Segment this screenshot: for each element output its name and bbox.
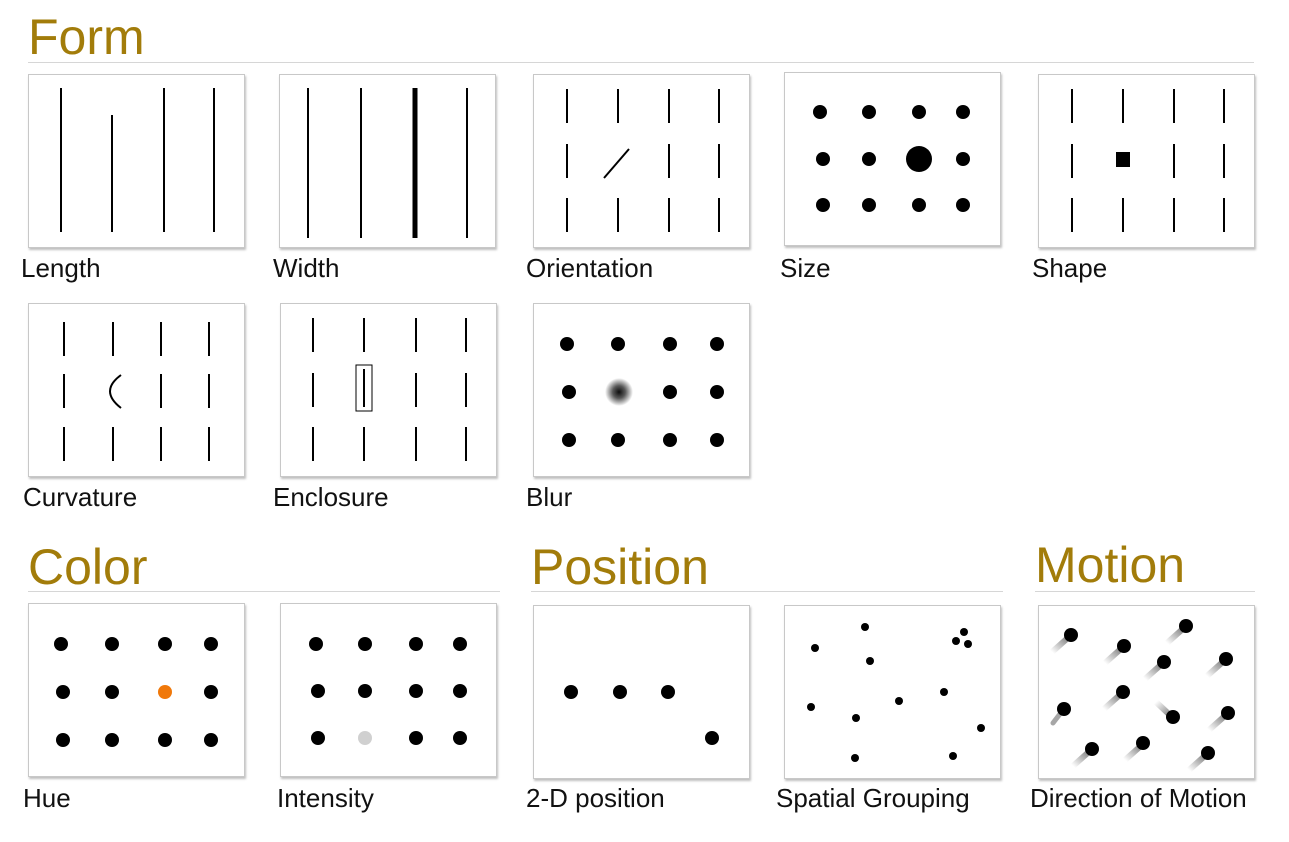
position-heading: Position: [531, 539, 709, 595]
position-2d-label: 2-D position: [526, 783, 665, 813]
width-label: Width: [273, 253, 340, 283]
hue-glyph: [54, 637, 218, 747]
length-tile: [28, 74, 245, 248]
length-glyph: [60, 88, 215, 232]
blur-label: Blur: [526, 482, 573, 512]
motion-heading: Motion: [1035, 537, 1186, 593]
enclosure-label: Enclosure: [273, 482, 389, 512]
position-2d-tile: [533, 605, 750, 779]
enclosure-tile: [280, 303, 497, 477]
orientation-label: Orientation: [526, 253, 654, 283]
direction-of-motion-glyph: [1049, 619, 1235, 773]
size-label: Size: [780, 253, 831, 283]
shape-glyph: [1071, 89, 1225, 232]
form-heading: Form: [28, 9, 145, 65]
form-divider: [28, 62, 1254, 63]
shape-label: Shape: [1032, 253, 1108, 283]
color-heading: Color: [28, 539, 148, 595]
spatial-grouping-tile: [784, 605, 1001, 779]
intensity-label: Intensity: [277, 783, 374, 813]
shape-tile: [1038, 74, 1255, 248]
direction-of-motion-tile: [1038, 605, 1255, 779]
length-label: Length: [21, 253, 101, 283]
orientation-glyph: [566, 89, 720, 232]
spatial-grouping-glyph: [807, 623, 985, 762]
hue-tile: [28, 603, 245, 777]
hue-label: Hue: [23, 783, 71, 813]
curvature-tile: [28, 303, 245, 477]
motion-divider: [1035, 591, 1255, 592]
width-tile: [279, 74, 496, 248]
position-2d-glyph: [564, 685, 719, 745]
direction-of-motion-label: Direction of Motion: [1030, 783, 1247, 813]
position-divider: [531, 591, 1003, 592]
curvature-glyph: [63, 322, 210, 461]
blur-glyph: [560, 337, 724, 447]
width-glyph: [307, 88, 468, 238]
enclosure-glyph: [312, 318, 467, 461]
blur-tile: [533, 303, 750, 477]
color-divider: [28, 591, 500, 592]
intensity-tile: [280, 603, 497, 777]
size-glyph: [813, 105, 970, 212]
orientation-tile: [533, 74, 750, 248]
size-tile: [784, 72, 1001, 246]
curvature-label: Curvature: [23, 482, 138, 512]
spatial-grouping-label: Spatial Grouping: [776, 783, 970, 813]
intensity-glyph: [309, 637, 467, 745]
